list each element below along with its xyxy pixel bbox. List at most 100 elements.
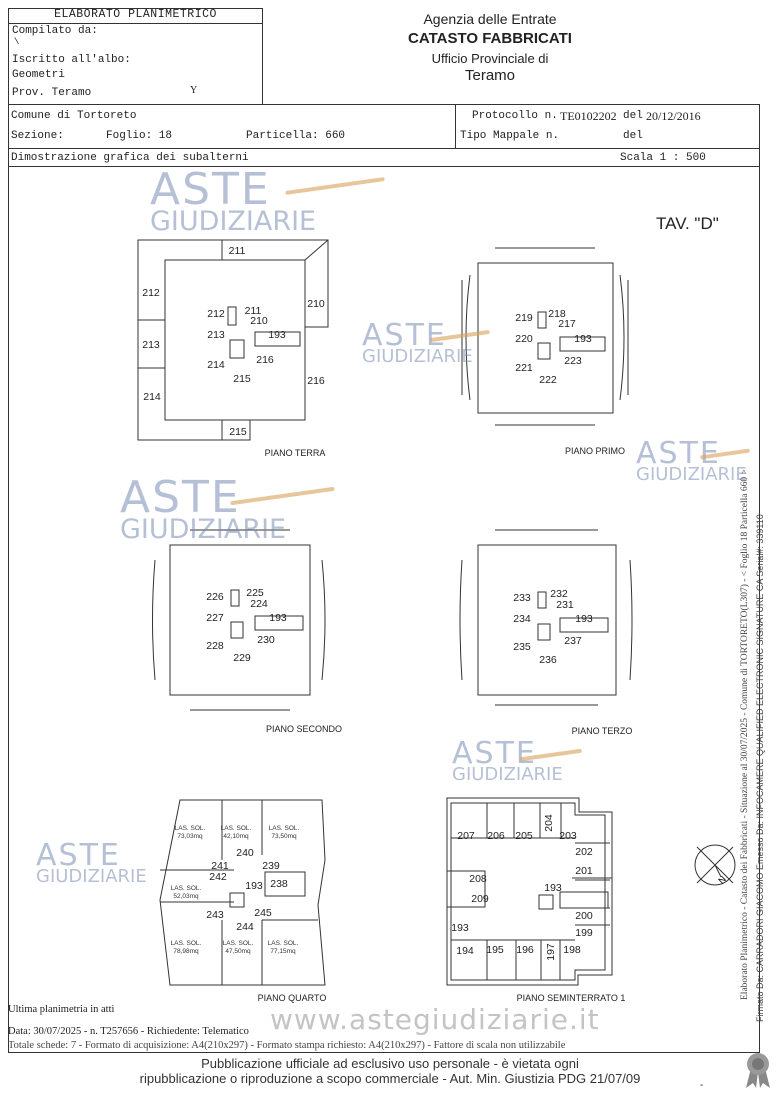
- agency-name: Agenzia delle Entrate: [423, 11, 557, 27]
- tav-label: TAV. "D": [656, 214, 719, 233]
- sub-label: 244: [236, 920, 254, 933]
- sub-label: 223: [564, 354, 582, 367]
- plan-caption: PIANO PRIMO: [564, 446, 626, 456]
- sub-label: 211: [244, 304, 262, 317]
- sub-label: 220: [515, 332, 533, 345]
- foglio: Foglio: 18: [106, 130, 173, 142]
- sub-label: 234: [513, 612, 531, 625]
- side-situazione-text: Elaborato Planimetrico - Catasto dei Fab…: [740, 469, 750, 1000]
- scala: Scala 1 : 500: [620, 152, 706, 164]
- plan-terra-outline: [137, 239, 329, 441]
- sub-label: 225: [246, 586, 264, 599]
- sub-label: 213: [207, 328, 225, 341]
- sub-label: 193: [575, 612, 593, 625]
- tipo-mappale: Tipo Mappale n.: [460, 130, 560, 142]
- sub-label: 193: [451, 921, 469, 934]
- compilato-value: \: [14, 37, 20, 47]
- sub-label: 222: [539, 373, 557, 386]
- sub-label: 202: [575, 845, 593, 858]
- catasto-title: CATASTO FABBRICATI: [408, 30, 572, 47]
- divider: [8, 148, 760, 149]
- ultima-planimetria: Ultima planimetria in atti: [8, 1004, 115, 1015]
- area-label: LAS. SOL.77,15mq: [267, 940, 299, 956]
- plan-caption: PIANO TERZO: [571, 726, 633, 736]
- plan-seminterrato-outline: [446, 797, 613, 986]
- plan-caption: PIANO SEMINTERRATO 1: [516, 993, 626, 1003]
- sub-label: 243: [206, 908, 224, 921]
- area-label: LAS. SOL.78,98mq: [170, 940, 202, 956]
- sub-label: 233: [513, 591, 531, 604]
- sub-label: 212: [207, 307, 225, 320]
- sub-label: 194: [456, 944, 474, 957]
- sub-label: 241: [211, 859, 229, 872]
- area-label: LAS. SOL.52,03mq: [170, 885, 202, 901]
- tipo-del: del: [623, 130, 643, 142]
- north-arrow-icon: N: [694, 844, 736, 886]
- sub-label: 205: [515, 829, 533, 842]
- sub-label: 214: [207, 358, 225, 371]
- dash: -: [700, 1080, 704, 1091]
- area-label: LAS. SOL.73,03mq: [174, 825, 206, 841]
- protocollo-date: 20/12/2016: [646, 109, 701, 123]
- sub-label: 236: [539, 653, 557, 666]
- sub-label: 200: [575, 909, 593, 922]
- sezione: Sezione:: [11, 130, 64, 142]
- notice-line-2: ripubblicazione o riproduzione a scopo c…: [139, 1071, 641, 1086]
- sub-label: 193: [574, 332, 592, 345]
- city: Teramo: [464, 67, 516, 84]
- sub-label: 209: [471, 892, 489, 905]
- iscritto-value: Geometri: [12, 69, 65, 81]
- sub-label: 219: [515, 311, 533, 324]
- sub-label: 216: [307, 374, 325, 387]
- sub-label: 229: [233, 651, 251, 664]
- prov: Prov. Teramo: [12, 87, 92, 99]
- sub-label: 237: [564, 634, 582, 647]
- sub-label: 228: [206, 639, 224, 652]
- side-signature-text: Firmato Da: CARRADORI GIACOMO Emesso Da:…: [755, 514, 765, 1022]
- watermark-url: www.astegiudiziarie.it: [270, 1003, 600, 1036]
- sub-label: 197: [544, 943, 557, 961]
- sub-label: 193: [269, 611, 287, 624]
- plan-quarto-outline: [159, 799, 326, 986]
- sub-label: 211: [228, 244, 246, 257]
- signature-seal-icon: [746, 1053, 770, 1088]
- sub-label: 195: [486, 943, 504, 956]
- plan-caption: PIANO SECONDO: [265, 724, 343, 734]
- sub-label: 201: [575, 864, 593, 877]
- area-label: LAS. SOL.47,50mq: [222, 940, 254, 956]
- sub-label: 217: [558, 317, 576, 330]
- sub-label: 193: [268, 328, 286, 341]
- sub-label: 214: [143, 390, 161, 403]
- sub-label: 232: [550, 587, 568, 600]
- comune: Comune di Tortoreto: [11, 110, 137, 122]
- sub-label: 215: [233, 372, 251, 385]
- sub-label: 245: [254, 906, 272, 919]
- sub-label: 193: [544, 881, 562, 894]
- sub-label: 210: [307, 297, 325, 310]
- prov-mark: Y: [190, 85, 198, 96]
- particella: Particella: 660: [246, 130, 346, 142]
- sub-label: 239: [262, 859, 280, 872]
- plan-terzo-outline: [459, 529, 633, 706]
- notice-line-1: Pubblicazione ufficiale ad esclusivo uso…: [201, 1056, 579, 1071]
- compilato-label: Compilato da:: [12, 25, 98, 37]
- sub-label: 242: [209, 870, 227, 883]
- sub-label: 226: [206, 590, 224, 603]
- plan-secondo-outline: [152, 529, 326, 711]
- sub-label: 240: [236, 846, 254, 859]
- sub-label: 198: [563, 943, 581, 956]
- sub-label: 218: [548, 307, 566, 320]
- sub-label: 224: [250, 597, 268, 610]
- sub-label: 215: [229, 425, 247, 438]
- sub-label: 212: [142, 286, 160, 299]
- sub-label: 196: [516, 943, 534, 956]
- sub-label: 193: [245, 879, 263, 892]
- sub-label: 227: [206, 611, 224, 624]
- north-label: N: [716, 874, 728, 886]
- totale-line: Totale schede: 7 - Formato di acquisizio…: [8, 1040, 566, 1051]
- dimostrazione: Dimostrazione grafica dei subalterni: [11, 152, 249, 164]
- sub-label: 210: [250, 314, 268, 327]
- drawing-frame: [8, 166, 760, 1053]
- plan-primo-outline: [461, 247, 629, 426]
